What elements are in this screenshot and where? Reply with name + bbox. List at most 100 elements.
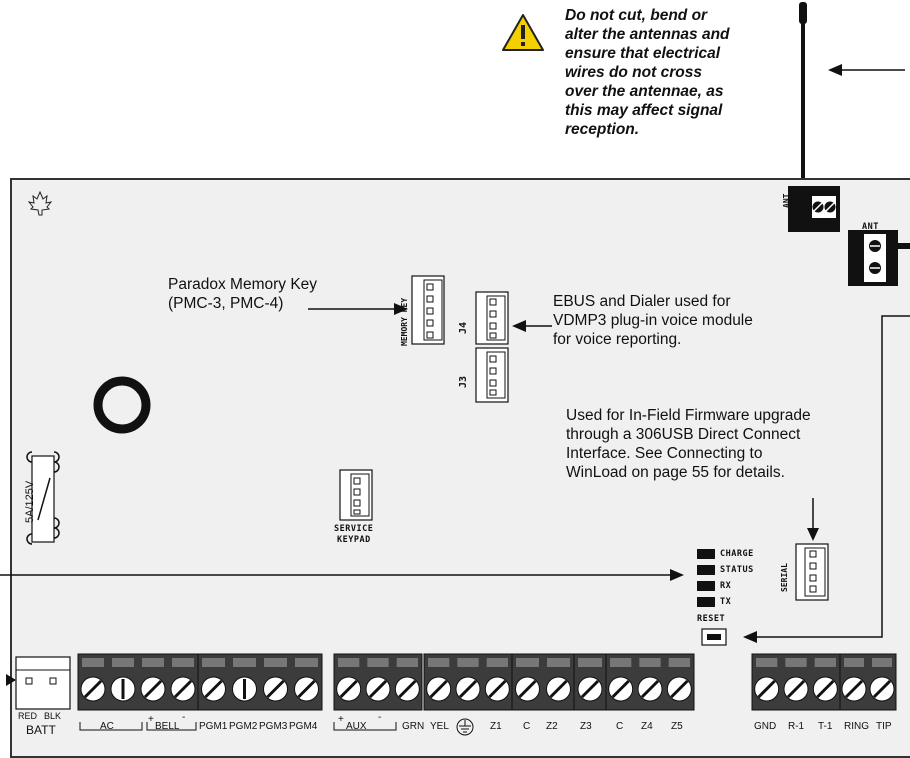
fuse-label: 5A/125V	[24, 480, 36, 523]
status-leds	[697, 549, 715, 607]
terminal-screw	[577, 676, 603, 702]
terminal-screw	[201, 676, 226, 702]
battery-connector	[15, 656, 71, 710]
terminal-screw	[608, 676, 634, 702]
warning-triangle-icon	[502, 14, 544, 51]
j4-connector	[475, 291, 509, 345]
memory-key-connector	[411, 275, 445, 345]
term-label-r1: R-1	[788, 721, 805, 732]
pgm-block	[197, 653, 323, 711]
term-label-ac: AC	[100, 721, 114, 732]
zone2-block	[511, 653, 575, 711]
maple-leaf-icon	[27, 190, 53, 216]
led-label-tx: TX	[720, 597, 732, 607]
term-label-ring: RING	[844, 721, 869, 732]
terminal-brackets	[79, 718, 474, 736]
terminal-screw	[365, 676, 391, 702]
keypad-label: KEYPAD	[337, 535, 371, 545]
battery-arrow	[6, 674, 16, 686]
zone45-block	[605, 653, 695, 711]
ant-label-2: ANT	[862, 222, 879, 232]
firmware-callout: Used for In-Field Firmware upgrade throu…	[566, 407, 811, 481]
ebus-callout: EBUS and Dialer used for VDMP3 plug-in v…	[553, 293, 753, 348]
serial-connector	[795, 543, 829, 601]
led-arrow	[0, 569, 684, 581]
zone3-block	[573, 653, 607, 711]
term-label-pgm1: PGM1	[199, 721, 228, 732]
terminal-screw	[783, 676, 809, 702]
term-label-z2: Z2	[546, 721, 558, 732]
terminal-screw	[336, 676, 362, 702]
terminal-screw	[812, 676, 838, 702]
ring-tip-block	[839, 653, 897, 711]
terminal-screw	[455, 676, 481, 702]
term-label-pgm2: PGM2	[229, 721, 258, 732]
term-label-aux-plus: +	[338, 714, 344, 725]
terminal-screw	[140, 676, 166, 702]
diagram-canvas	[502, 2, 905, 190]
terminal-screw	[232, 676, 257, 702]
antenna-terminal-1	[788, 186, 840, 232]
batt-label: BATT	[26, 723, 56, 737]
serial-label: SERIAL	[780, 563, 789, 592]
term-label-c1: C	[523, 721, 531, 732]
batt-red-label: RED	[18, 711, 38, 721]
j3-connector	[475, 347, 509, 403]
antenna-terminal-2	[848, 230, 910, 286]
term-label-aux-minus: -	[378, 712, 382, 723]
led-label-status: STATUS	[720, 565, 754, 575]
term-label-bell-plus: +	[148, 714, 154, 725]
antenna-arrow	[828, 64, 905, 76]
terminal-screw	[841, 676, 867, 702]
memory-key-arrow	[308, 303, 408, 315]
fuse	[26, 451, 60, 545]
buzzer	[93, 376, 151, 434]
ground-symbol-icon	[456, 718, 474, 736]
memory-key-label: MEMORY KEY	[400, 297, 409, 346]
led-label-rx: RX	[720, 581, 732, 591]
term-label-gnd: GND	[754, 721, 777, 732]
terminal-screw	[294, 676, 319, 702]
terminal-screw	[484, 676, 510, 702]
j3-label: J3	[458, 375, 469, 388]
batt-blk-label: BLK	[44, 711, 62, 721]
term-label-bell-minus: -	[182, 712, 186, 723]
terminal-screw	[515, 676, 540, 702]
terminal-screw	[637, 676, 663, 702]
firmware-arrow	[807, 498, 819, 541]
memory-key-callout: Paradox Memory Key (PMC-3, PMC-4)	[168, 276, 318, 312]
terminal-screw	[869, 676, 895, 702]
led-label-charge: CHARGE	[720, 549, 754, 559]
terminal-screw	[546, 676, 571, 702]
terminal-screw	[666, 676, 692, 702]
antenna-1	[799, 2, 807, 190]
terminal-screw	[394, 676, 420, 702]
reset-label: RESET	[697, 614, 726, 624]
service-keypad-connector	[339, 469, 373, 521]
term-label-pgm4: PGM4	[289, 721, 318, 732]
aux-block	[333, 653, 423, 711]
term-label-z1: Z1	[490, 721, 502, 732]
ant-label-1: ANT	[782, 193, 791, 208]
term-label-grn: GRN	[402, 721, 425, 732]
term-label-z3: Z3	[580, 721, 592, 732]
terminal-strip	[77, 653, 897, 711]
j4-label: J4	[458, 321, 469, 334]
term-label-t1: T-1	[818, 721, 833, 732]
term-label-z4: Z4	[641, 721, 653, 732]
term-label-c2: C	[616, 721, 624, 732]
term-label-tip: TIP	[876, 721, 892, 732]
ac-bell-block	[77, 653, 199, 711]
terminal-screw	[110, 676, 136, 702]
terminal-screw	[80, 676, 106, 702]
terminal-screw	[754, 676, 780, 702]
term-label-z5: Z5	[671, 721, 683, 732]
term-label-aux: AUX	[346, 721, 367, 732]
board-components	[0, 186, 910, 710]
antenna-warning-text: Do not cut, bend or alter the antennas a…	[565, 7, 730, 138]
reset-button	[701, 628, 727, 646]
terminal-screw	[263, 676, 288, 702]
terminal-screw	[426, 676, 452, 702]
phone-block	[751, 653, 841, 711]
service-label: SERVICE	[334, 524, 374, 534]
